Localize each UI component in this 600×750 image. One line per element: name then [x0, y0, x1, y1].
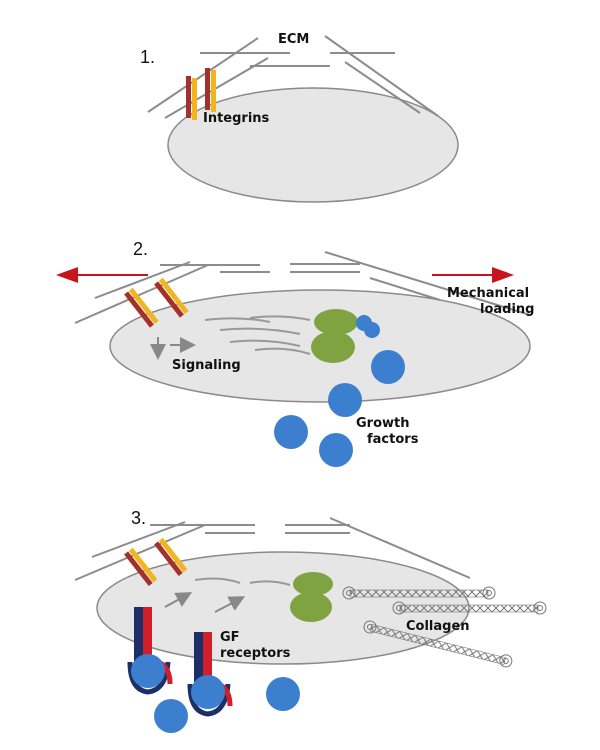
gf-receptor: [127, 607, 173, 695]
mechanical-loading-arrows: [56, 267, 514, 283]
gf-receptor: [187, 632, 233, 717]
panel-number: 3.: [131, 508, 146, 528]
gf-receptor-icon: [203, 632, 212, 688]
integrin-icon: [128, 547, 158, 583]
signal-arrow-icon: [214, 596, 246, 613]
growth-factor-icon: [364, 322, 380, 338]
integrin-pair: [124, 277, 189, 328]
gf-receptor-icon: [194, 632, 204, 692]
ecm-fibers: [74, 517, 471, 581]
integrin-pair: [124, 537, 188, 587]
arrow-right-icon: [492, 267, 514, 283]
arrow-left-icon: [56, 267, 78, 283]
panel-1: 1. ECM Integrins: [140, 32, 459, 203]
growth-factors-label-line1: Growth: [356, 416, 410, 431]
collagen-fiber-icon: [342, 586, 496, 600]
growth-factor-icon: [371, 350, 405, 384]
integrin-icon: [158, 537, 188, 573]
panel-3: 3.: [74, 508, 547, 733]
signaling-arrows: [150, 337, 196, 360]
panel-number: 2.: [133, 239, 148, 259]
growth-factor-icon: [154, 699, 188, 733]
growth-factors-label-line2: factors: [367, 432, 419, 447]
growth-factor-icon: [266, 677, 300, 711]
integrin-icon: [124, 551, 153, 587]
gf-receptors-label-line2: receptors: [220, 646, 291, 661]
integrin-icon: [158, 277, 189, 314]
collagen-fibers: [342, 586, 547, 668]
panel-2: 2.: [56, 239, 534, 467]
signal-arrow-icon: [164, 592, 193, 608]
growth-factor-icon: [191, 675, 225, 709]
integrins-label: Integrins: [203, 111, 270, 126]
cytoskeleton-filaments: [194, 577, 291, 586]
growth-factor-icon: [274, 415, 308, 449]
collagen-fiber-icon: [392, 601, 547, 615]
growth-factors: [154, 677, 300, 733]
growth-factor-icon: [328, 383, 362, 417]
integrin-icon: [128, 287, 159, 324]
integrin-icon: [124, 291, 154, 328]
integrin-icon: [211, 70, 216, 112]
integrin-icon: [154, 541, 183, 577]
cytoskeleton-filaments: [204, 315, 311, 355]
mechanical-loading-label-line1: Mechanical: [447, 286, 529, 301]
nucleus: [290, 572, 333, 622]
mechanical-loading-label-line2: loading: [480, 302, 534, 317]
integrin-icon: [186, 76, 191, 118]
ecm-fibers: [74, 251, 531, 324]
growth-factors: [274, 315, 405, 467]
ecm-label: ECM: [278, 32, 309, 47]
growth-factor-icon: [319, 433, 353, 467]
nucleus-lobe: [290, 592, 332, 622]
nucleus: [311, 309, 358, 363]
nucleus-lobe: [311, 331, 355, 363]
integrin-pair: [186, 68, 216, 120]
integrin-icon: [205, 68, 210, 110]
panel-number: 1.: [140, 47, 155, 67]
signaling-label: Signaling: [172, 358, 241, 373]
growth-factor-icon: [131, 654, 165, 688]
signaling-arrows: [164, 592, 246, 613]
nucleus-lobe: [293, 572, 333, 596]
nucleus-lobe: [314, 309, 358, 335]
ecm-fibers: [147, 35, 439, 119]
collagen-fiber-icon: [363, 620, 513, 668]
integrin-icon: [192, 78, 197, 120]
cell-body: [167, 87, 459, 203]
gf-receptors-label-line1: GF: [220, 630, 240, 645]
gf-receptor-icon: [143, 607, 152, 665]
gf-receptor-icon: [134, 607, 144, 669]
integrin-icon: [154, 281, 184, 318]
collagen-label: Collagen: [406, 619, 470, 634]
